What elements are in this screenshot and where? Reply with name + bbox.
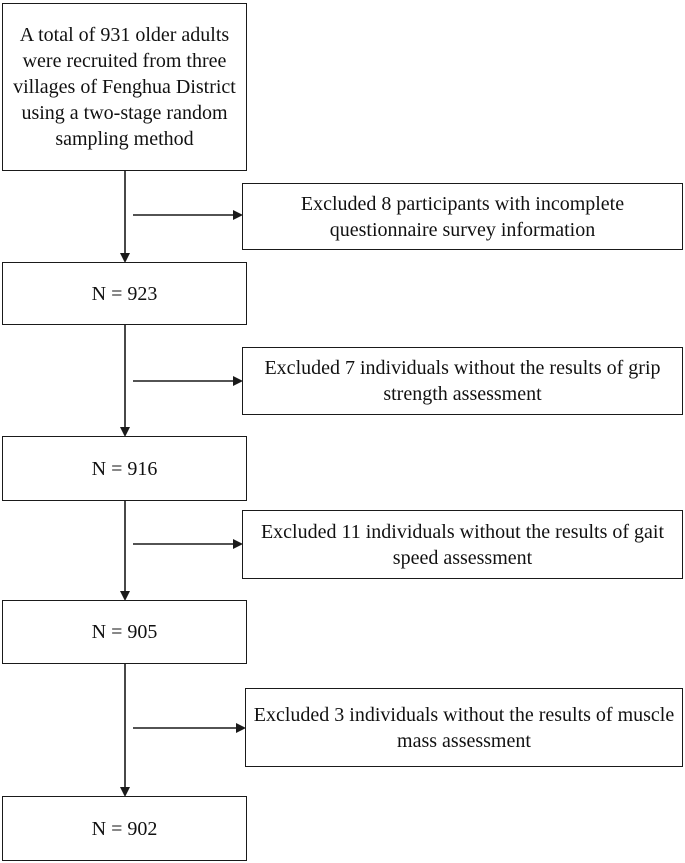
step-box-n902: N = 902 <box>2 796 247 861</box>
step-label-n916: N = 916 <box>91 457 158 480</box>
step-label-recruited: A total of 931 older adults were recruit… <box>13 24 236 150</box>
exclusion-label-grip-strength: Excluded 7 individuals without the resul… <box>264 357 661 405</box>
step-box-n923: N = 923 <box>2 262 247 325</box>
step-box-recruited: A total of 931 older adults were recruit… <box>2 3 247 171</box>
exclusion-label-gait-speed: Excluded 11 individuals without the resu… <box>260 520 665 569</box>
exclusion-box-grip-strength: Excluded 7 individuals without the resul… <box>242 347 683 415</box>
step-box-n916: N = 916 <box>2 436 247 501</box>
step-label-n902: N = 902 <box>91 817 158 840</box>
exclusion-label-muscle-mass: Excluded 3 individuals without the resul… <box>253 703 675 752</box>
exclusion-box-gait-speed: Excluded 11 individuals without the resu… <box>242 510 683 579</box>
step-label-n905: N = 905 <box>91 621 158 643</box>
exclusion-box-muscle-mass: Excluded 3 individuals without the resul… <box>245 688 683 767</box>
step-box-n905: N = 905 <box>2 600 247 664</box>
exclusion-label-questionnaire: Excluded 8 participants with incomplete … <box>300 192 625 241</box>
exclusion-box-questionnaire: Excluded 8 participants with incomplete … <box>242 183 683 250</box>
step-label-n923: N = 923 <box>91 282 158 305</box>
